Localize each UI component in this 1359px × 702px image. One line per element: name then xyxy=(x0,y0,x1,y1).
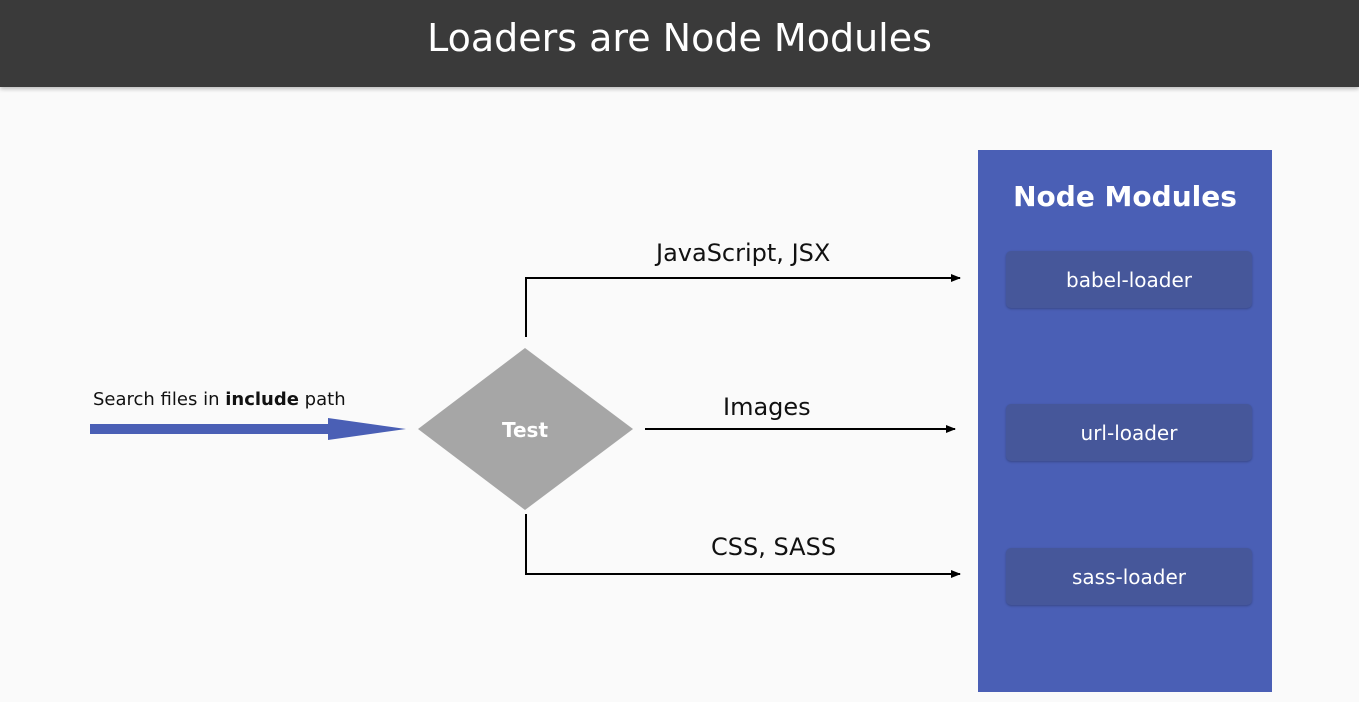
module-sass-loader: sass-loader xyxy=(1006,548,1252,605)
page-title: Loaders are Node Modules xyxy=(427,15,932,60)
test-diamond xyxy=(418,348,633,510)
test-label: Test xyxy=(501,418,548,442)
header-bar: Loaders are Node Modules xyxy=(0,0,1359,87)
input-arrow xyxy=(90,418,406,440)
edge-label-images: Images xyxy=(723,393,811,421)
intro-bold: include xyxy=(225,389,299,410)
edge-css-connector xyxy=(525,514,961,578)
module-url-loader: url-loader xyxy=(1006,404,1252,461)
intro-prefix: Search files in xyxy=(93,389,226,410)
edge-label-css: CSS, SASS xyxy=(711,533,837,561)
edge-label-javascript: JavaScript, JSX xyxy=(656,239,831,267)
module-babel-loader: babel-loader xyxy=(1006,251,1252,308)
intro-label: Search files in include path xyxy=(93,389,346,410)
node-modules-title: Node Modules xyxy=(1013,180,1237,213)
intro-suffix: path xyxy=(298,389,346,410)
edge-javascript-connector xyxy=(525,274,961,337)
node-modules-panel: Node Modules babel-loader url-loader sas… xyxy=(978,150,1272,692)
